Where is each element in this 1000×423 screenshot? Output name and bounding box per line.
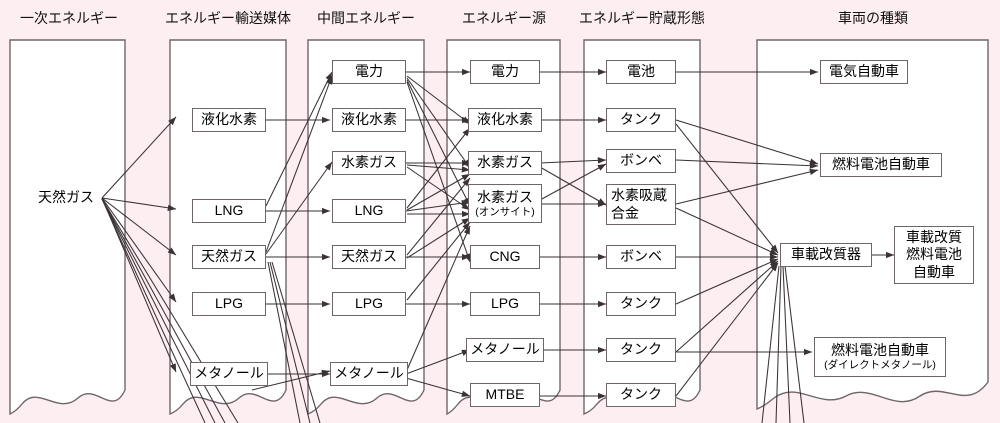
node-label: タンク: [620, 341, 662, 358]
edges-lng-fanout: [406, 127, 471, 218]
node-source-lpg[interactable]: LPG: [470, 292, 540, 316]
node-storage-cylinder-h2[interactable]: ボンベ: [606, 149, 676, 173]
node-label: 天然ガス: [341, 248, 397, 265]
edges-methanol-region: [251, 369, 331, 391]
node-label: 天然ガス: [38, 189, 94, 206]
node-source-lh2[interactable]: 液化水素: [468, 108, 542, 132]
node-source-h2-gas[interactable]: 水素ガス: [468, 151, 542, 175]
node-primary-natural-gas[interactable]: 天然ガス: [30, 186, 102, 210]
node-label: メタノール: [334, 365, 404, 382]
column-title-intermediate-energy: 中間エネルギー: [317, 10, 415, 26]
node-label: 電気自動車: [829, 63, 899, 80]
node-transport-lh2[interactable]: 液化水素: [192, 108, 266, 132]
node-label: メタノール: [194, 365, 264, 382]
panel-vehicle-types: [756, 39, 989, 411]
node-storage-battery[interactable]: 電池: [606, 60, 676, 84]
connectors: [101, 68, 895, 423]
node-label: 電力: [491, 63, 519, 80]
node-label: 液化水素: [201, 111, 257, 128]
node-intermediate-natural-gas[interactable]: 天然ガス: [332, 245, 406, 269]
node-label: タンク: [620, 295, 662, 312]
node-transport-lpg[interactable]: LPG: [192, 292, 266, 316]
node-label: 水素ガス: [477, 154, 533, 171]
node-label: 液化水素: [341, 111, 397, 128]
node-label: 液化水素: [477, 111, 533, 128]
edges-to-fcv: [675, 119, 819, 205]
node-source-mtbe[interactable]: MTBE: [470, 383, 540, 407]
node-intermediate-electricity[interactable]: 電力: [332, 60, 406, 84]
node-label: LNG: [214, 202, 244, 219]
edges-intermediate-to-source: [405, 68, 471, 397]
node-label: ボンベ: [620, 248, 662, 265]
node-label: タンク: [620, 386, 662, 403]
node-intermediate-lh2[interactable]: 液化水素: [332, 108, 406, 132]
node-label-line2: 合金: [611, 204, 639, 221]
edges-source-to-storage: [539, 68, 607, 400]
edges-h2-storage-cross: [539, 163, 607, 206]
node-label: 水素ガス: [341, 154, 397, 171]
node-storage-tank-methanol[interactable]: タンク: [606, 338, 676, 362]
column-title-primary-energy: 一次エネルギー: [20, 10, 118, 26]
edges-offpage-to-reformer: [761, 265, 805, 423]
node-source-cng[interactable]: CNG: [470, 245, 540, 269]
node-label: タンク: [620, 111, 662, 128]
node-vehicle-fuel-cell-car[interactable]: 燃料電池自動車: [820, 153, 942, 177]
node-intermediate-lpg[interactable]: LPG: [332, 292, 406, 316]
node-storage-cylinder-cng[interactable]: ボンベ: [606, 245, 676, 269]
edge-methanol3-up: [406, 225, 471, 371]
node-intermediate-lng[interactable]: LNG: [332, 199, 406, 223]
node-source-electricity[interactable]: 電力: [470, 60, 540, 84]
node-vehicle-onboard-reformer[interactable]: 車載改質器: [780, 243, 872, 267]
node-storage-tank-lh2[interactable]: タンク: [606, 108, 676, 132]
node-label: 電力: [355, 63, 383, 80]
column-title-energy-transport-medium: エネルギー輸送媒体: [165, 10, 291, 26]
node-source-methanol[interactable]: メタノール: [466, 338, 544, 362]
node-vehicle-electric-car[interactable]: 電気自動車: [820, 60, 908, 84]
node-sublabel: (ダイレクトメタノール): [824, 359, 936, 372]
node-label: 燃料電池自動車: [831, 342, 929, 359]
node-transport-natural-gas[interactable]: 天然ガス: [192, 245, 266, 269]
node-label: 水素吸蔵: [611, 187, 667, 204]
edge-lng-to-electricity: [265, 71, 333, 207]
panel-primary-energy: [9, 39, 126, 416]
node-label: CNG: [489, 248, 521, 265]
node-label: 水素ガス: [477, 188, 533, 205]
column-title-vehicle-types: 車両の種類: [838, 10, 908, 26]
node-label: LPG: [490, 295, 519, 312]
node-label: ボンベ: [620, 152, 662, 169]
node-label-line2: 燃料電池: [906, 246, 962, 263]
edges-electricity-fanout: [406, 75, 471, 263]
node-vehicle-direct-methanol-fcv[interactable]: 燃料電池自動車 (ダイレクトメタノール): [814, 337, 946, 377]
node-transport-lng[interactable]: LNG: [192, 199, 266, 223]
node-storage-tank-mtbe[interactable]: タンク: [606, 383, 676, 407]
node-label: 車載改質器: [791, 246, 861, 263]
node-label-line1: 車載改質: [906, 229, 962, 246]
node-storage-hydrogen-absorbing-alloy[interactable]: 水素吸蔵 合金: [606, 184, 676, 225]
node-label: LPG: [214, 295, 243, 312]
node-label: 電池: [627, 63, 655, 80]
panel-intermediate-energy: [307, 39, 425, 416]
node-sublabel: (オンサイト): [475, 205, 535, 218]
edges-to-reformer: [675, 123, 779, 397]
column-title-energy-source: エネルギー源: [462, 10, 546, 26]
node-vehicle-onboard-reforming-fcv[interactable]: 車載改質 燃料電池 自動車: [894, 226, 974, 284]
edges-transport-gas-fanout: [265, 75, 333, 423]
node-label: LNG: [354, 202, 384, 219]
node-label: 天然ガス: [201, 248, 257, 265]
node-label-line3: 自動車: [913, 263, 955, 280]
edges-lpg3-fanout: [406, 221, 471, 301]
node-label: メタノール: [470, 341, 540, 358]
panel-energy-transport-medium: [169, 39, 287, 416]
node-intermediate-methanol[interactable]: メタノール: [330, 362, 408, 386]
column-title-energy-storage-form: エネルギー貯蔵形態: [579, 10, 705, 26]
node-label: MTBE: [485, 386, 525, 403]
edges-ngas3-fanout: [406, 177, 471, 259]
node-transport-methanol[interactable]: メタノール: [190, 362, 268, 386]
node-source-h2-onsite[interactable]: 水素ガス (オンサイト): [468, 184, 542, 223]
node-intermediate-h2-gas[interactable]: 水素ガス: [332, 151, 406, 175]
node-label: 燃料電池自動車: [832, 156, 930, 173]
node-storage-tank-lpg[interactable]: タンク: [606, 292, 676, 316]
node-label: LPG: [354, 295, 383, 312]
